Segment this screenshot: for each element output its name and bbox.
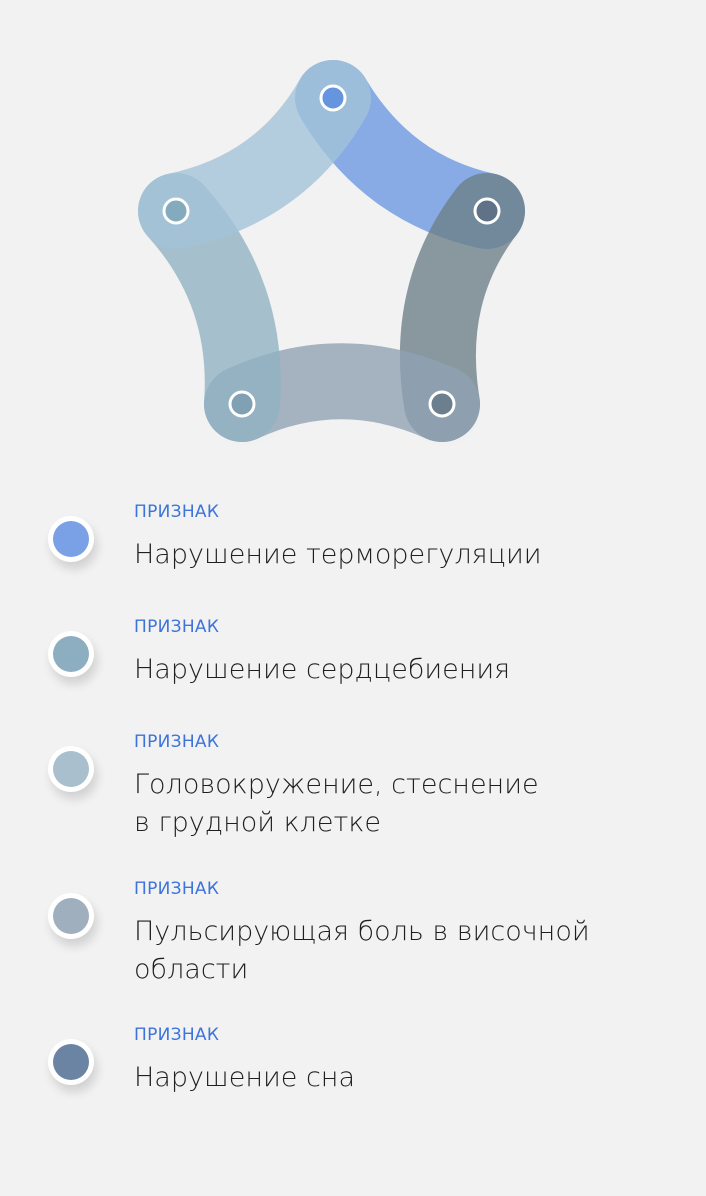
bullet-dot bbox=[48, 746, 94, 792]
node-marker-right bbox=[473, 197, 501, 225]
bullet-dot bbox=[48, 893, 94, 939]
node-marker-left bbox=[162, 197, 190, 225]
item-label: Нарушение сна bbox=[134, 1062, 355, 1093]
bullet-dot-fill bbox=[53, 636, 89, 672]
item-label: Нарушение терморегуляции bbox=[134, 539, 542, 570]
item-label: Пульсирующая боль в височной области bbox=[134, 916, 590, 985]
item-label: Головокружение, стеснение в грудной клет… bbox=[134, 769, 539, 838]
item-tag: ПРИЗНАК bbox=[134, 1025, 220, 1045]
node-marker-top bbox=[319, 84, 347, 112]
bullet-dot bbox=[48, 631, 94, 677]
bullet-dot-fill bbox=[53, 1044, 89, 1080]
diagram-arcs bbox=[138, 60, 525, 442]
item-tag: ПРИЗНАК bbox=[134, 502, 220, 522]
node-marker-bottom-left bbox=[228, 390, 256, 418]
bullet-dot-fill bbox=[53, 521, 89, 557]
node-marker-bottom-right bbox=[428, 390, 456, 418]
bullet-dot bbox=[48, 1039, 94, 1085]
pentagon-diagram bbox=[138, 60, 525, 442]
bullet-dot-fill bbox=[53, 751, 89, 787]
arc-band-left-top bbox=[138, 60, 371, 249]
item-tag: ПРИЗНАК bbox=[134, 732, 220, 752]
diagram-nodes bbox=[162, 84, 501, 418]
item-tag: ПРИЗНАК bbox=[134, 617, 220, 637]
item-label: Нарушение сердцебиения bbox=[134, 654, 511, 685]
item-tag: ПРИЗНАК bbox=[134, 879, 220, 899]
bullet-dot-fill bbox=[53, 898, 89, 934]
bullet-dot bbox=[48, 516, 94, 562]
